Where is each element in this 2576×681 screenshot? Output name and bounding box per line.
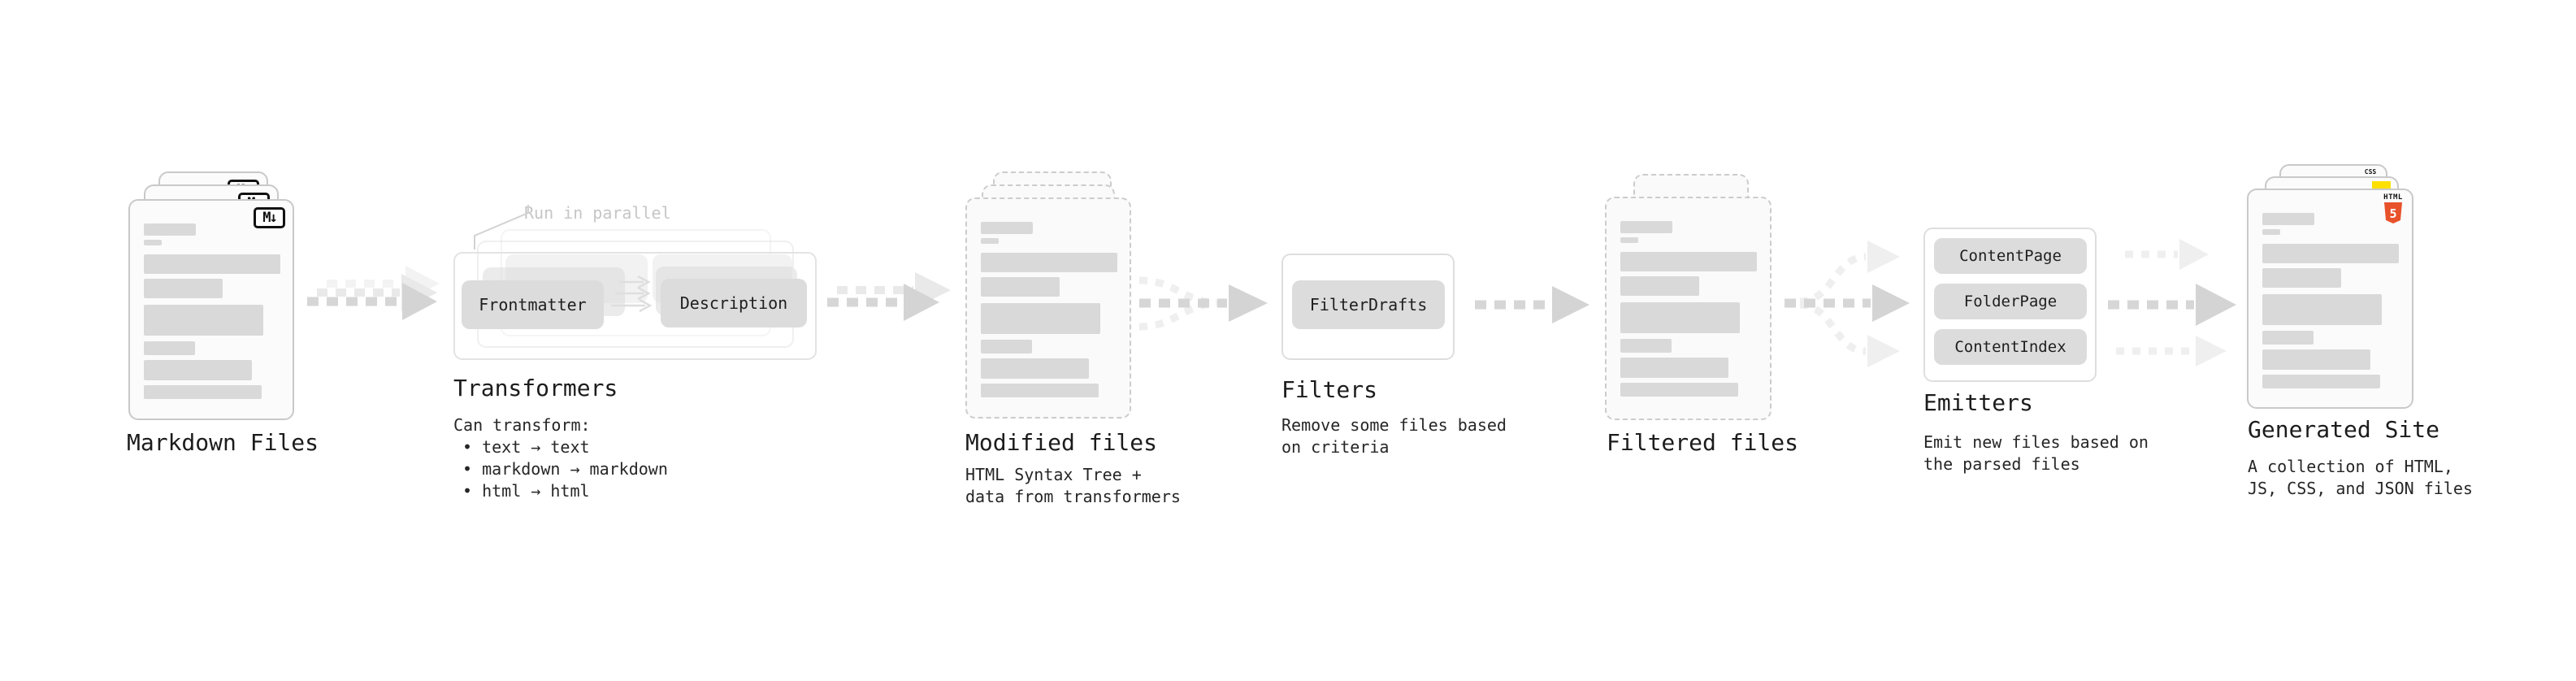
text-line-bar — [1620, 383, 1738, 397]
arrow-transformers-to-modified — [827, 272, 951, 321]
filter-drafts-box: FilterDrafts — [1292, 280, 1445, 329]
html5-shield-icon: 5 — [2384, 202, 2402, 223]
text-line-bar — [1620, 252, 1757, 271]
text-line-bar — [981, 358, 1089, 379]
text-line-bar — [2262, 229, 2280, 235]
modified-files-description: HTML Syntax Tree + data from transformer… — [965, 464, 1181, 508]
run-in-parallel-annotation: Run in parallel — [524, 203, 671, 223]
text-line-bar — [2262, 213, 2314, 225]
text-line-bar — [144, 305, 263, 336]
text-line-bar — [981, 340, 1032, 354]
desc-line: the parsed files — [1923, 454, 2080, 474]
text-line-bar — [144, 341, 195, 355]
modified-files-title: Modified files — [965, 429, 1158, 456]
file-text-lines — [144, 223, 281, 399]
content-index-box: ContentIndex — [1934, 329, 2087, 365]
content-page-box: ContentPage — [1934, 238, 2087, 274]
filters-description: Remove some files based on criteria — [1281, 414, 1507, 458]
transformer-container — [453, 252, 817, 360]
desc-line: Remove some files based — [1281, 415, 1507, 435]
markdown-file-card-front: M↓ — [128, 199, 294, 420]
filtered-file-card-front — [1605, 197, 1772, 420]
html5-logo-icon: HTML 5 — [2383, 194, 2404, 223]
modified-files-node — [965, 171, 1131, 420]
filtered-files-title: Filtered files — [1607, 429, 1799, 456]
generated-site-title: Generated Site — [2248, 416, 2440, 443]
frontmatter-box: Frontmatter — [462, 280, 604, 329]
filters-title: Filters — [1281, 376, 1378, 403]
text-line-bar — [144, 385, 262, 399]
desc-line: • markdown → markdown — [462, 459, 668, 479]
filtered-files-node — [1605, 174, 1772, 423]
text-line-bar — [981, 222, 1033, 234]
desc-line: Emit new files based on — [1923, 432, 2149, 452]
desc-line: on criteria — [1281, 437, 1390, 457]
text-line-bar — [144, 240, 162, 245]
desc-line: Can transform: — [453, 415, 591, 435]
generated-site-description: A collection of HTML, JS, CSS, and JSON … — [2248, 456, 2473, 500]
modified-file-card-front — [965, 197, 1131, 419]
desc-line: • text → text — [462, 437, 590, 457]
text-line-bar — [2262, 375, 2380, 388]
markdown-files-title: Markdown Files — [127, 429, 319, 456]
text-line-bar — [144, 360, 252, 380]
desc-line: data from transformers — [965, 487, 1181, 506]
text-line-bar — [981, 253, 1117, 272]
text-line-bar — [144, 223, 196, 236]
text-line-bar — [1620, 302, 1740, 333]
arrow-filtered-to-emitters-diverge — [1785, 241, 1910, 367]
text-line-bar — [1620, 339, 1672, 353]
text-line-bar — [2262, 331, 2314, 345]
text-line-bar — [981, 303, 1100, 334]
emitters-title: Emitters — [1923, 389, 2033, 416]
file-text-lines — [2262, 213, 2400, 388]
generated-site-node: CSS HTML 5 — [2247, 163, 2413, 411]
desc-line: HTML Syntax Tree + — [965, 465, 1142, 484]
transformers-title: Transformers — [453, 375, 618, 401]
text-line-bar — [1620, 358, 1728, 378]
transformers-description: Can transform: • text → text • markdown … — [453, 414, 668, 502]
emitters-description: Emit new files based on the parsed files — [1923, 432, 2149, 475]
file-text-lines — [1620, 221, 1759, 397]
generated-file-card-html: HTML 5 — [2247, 189, 2413, 409]
text-line-bar — [2262, 244, 2399, 263]
text-line-bar — [981, 277, 1060, 297]
desc-line: • html → html — [462, 481, 590, 501]
markdown-files-node: M↓ M↓ M↓ — [128, 171, 294, 420]
text-line-bar — [981, 238, 999, 244]
arrow-filters-to-filtered — [1475, 286, 1589, 323]
arrow-markdown-to-transformers — [307, 266, 440, 320]
text-line-bar — [2262, 268, 2341, 288]
arrows-emitters-to-generated — [2108, 239, 2236, 367]
text-line-bar — [1620, 276, 1699, 296]
text-line-bar — [2262, 349, 2370, 370]
text-line-bar — [981, 384, 1099, 397]
arrow-modified-to-filters-converge — [1138, 276, 1268, 331]
desc-line: JS, CSS, and JSON files — [2248, 479, 2473, 498]
text-line-bar — [1620, 221, 1672, 233]
description-box: Description — [661, 279, 807, 327]
css-logo-text: CSS — [2364, 168, 2377, 176]
text-line-bar — [144, 279, 223, 298]
html5-logo-text: HTML — [2383, 193, 2403, 202]
text-line-bar — [2262, 294, 2382, 325]
text-line-bar — [1620, 237, 1638, 243]
text-line-bar — [144, 254, 280, 274]
markdown-logo-icon: M↓ — [254, 207, 285, 228]
file-text-lines — [981, 222, 1118, 397]
svg-text:5: 5 — [2389, 206, 2396, 221]
desc-line: A collection of HTML, — [2248, 457, 2453, 476]
folder-page-box: FolderPage — [1934, 284, 2087, 319]
